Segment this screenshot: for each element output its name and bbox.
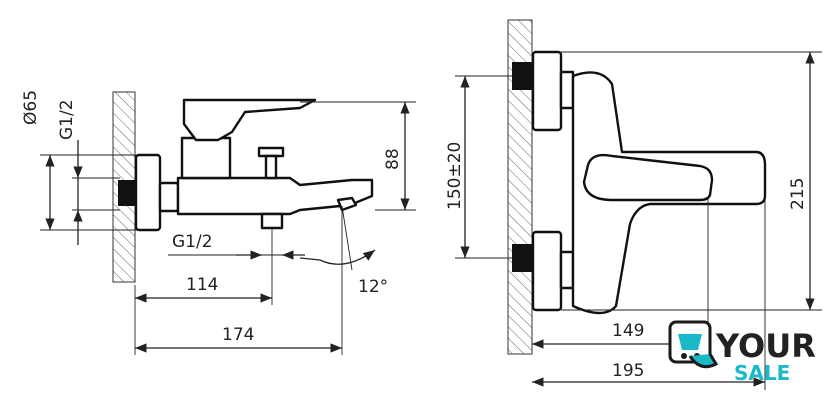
wall-connector-left (118, 180, 135, 206)
logo-line2: SALE (734, 361, 790, 385)
logo-line1: YOUR (715, 327, 816, 365)
dim-88-label: 88 (383, 148, 403, 170)
cartridge-housing (180, 136, 232, 180)
lever-handle (182, 98, 317, 142)
dim-195-label: 195 (612, 361, 644, 381)
lever-front (582, 153, 714, 202)
escutcheon-bottom (531, 230, 563, 312)
bottom-outlet (260, 212, 284, 230)
connector-top (512, 62, 532, 90)
dim-114-label: 114 (186, 275, 218, 295)
nut-top (559, 70, 575, 110)
dim-215-label: 215 (788, 178, 808, 210)
spout-tip (336, 196, 358, 212)
dim-g12-spout-label: G1/2 (172, 232, 213, 252)
diverter-stem (264, 154, 278, 180)
side-view: Ø65 G1/2 88 G1/2 (21, 90, 416, 355)
angle-arc (319, 249, 376, 265)
dim-g12-left-label: G1/2 (57, 99, 77, 140)
front-view: 150±20 215 149 195 (445, 19, 822, 390)
connector-bottom (512, 244, 532, 272)
dim-angle-label: 12° (358, 277, 388, 297)
escutcheon-plate (134, 153, 162, 232)
yoursale-logo: YOUR SALE (668, 320, 816, 385)
escutcheon-top (531, 50, 563, 132)
dim-149-label: 149 (612, 321, 644, 341)
mixer-body (176, 176, 374, 216)
hand-icon (688, 353, 719, 369)
nut (158, 181, 180, 213)
dim-150-label: 150±20 (445, 142, 465, 210)
nut-bottom (559, 250, 575, 290)
dim-174-label: 174 (222, 325, 254, 345)
angle-line-1 (341, 205, 353, 271)
dim-d65-label: Ø65 (21, 90, 41, 125)
